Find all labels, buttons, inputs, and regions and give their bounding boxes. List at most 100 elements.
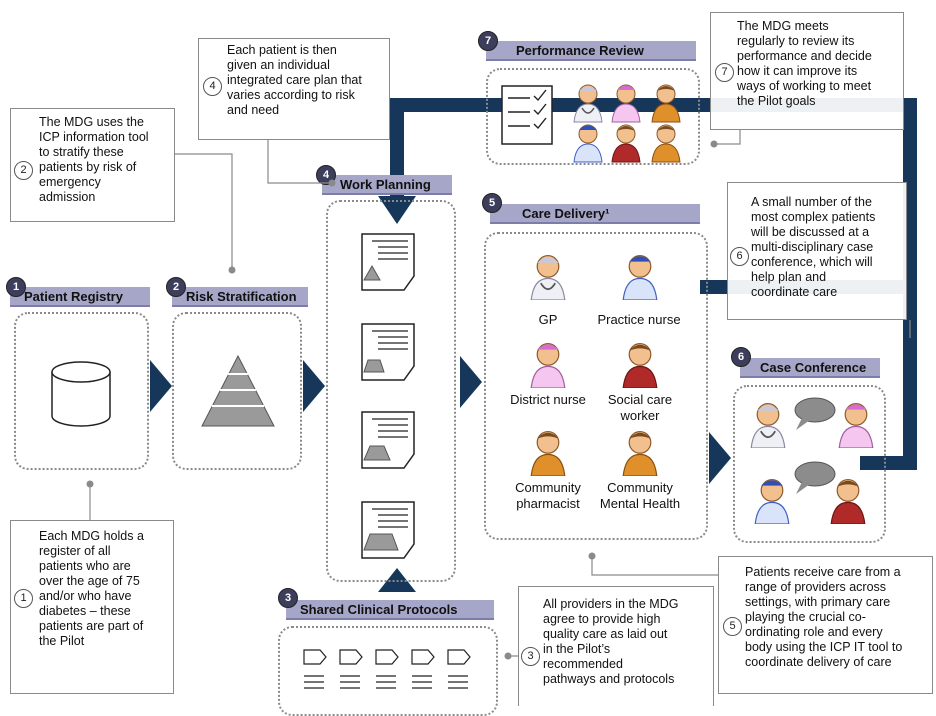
note-line: patients are part of [39, 619, 144, 633]
pyramid-icon [201, 354, 275, 427]
note-line: given an individual [227, 58, 330, 72]
note-2-text: The MDG uses the ICP information tool to… [39, 115, 149, 205]
note-line: coordinate care [751, 285, 838, 299]
note-line: to stratify these [39, 145, 124, 159]
note-line: All providers in the MDG [543, 597, 679, 611]
case-conference-box [733, 385, 886, 543]
note-1-number: 1 [14, 589, 33, 608]
note-6-text: A small number of the most complex patie… [751, 195, 875, 300]
performance-review-box [486, 68, 700, 165]
community-mh-line-2: Mental Health [599, 496, 681, 511]
note-3-text: All providers in the MDG agree to provid… [543, 597, 678, 687]
note-line: admission [39, 190, 96, 204]
care-delivery-header: Care Delivery¹ [490, 204, 700, 224]
care-plan-document-icon [361, 501, 415, 559]
work-planning-box [326, 200, 456, 582]
note-line: The MDG meets [737, 19, 829, 33]
case-conference-header: Case Conference [740, 358, 880, 378]
note-line: body using the ICP IT tool to [745, 640, 903, 654]
note-7-text: The MDG meets regularly to review its pe… [737, 19, 872, 109]
social-care-worker-label: Social care worker [590, 392, 690, 424]
community-mental-health-label: Community Mental Health [590, 480, 690, 512]
stage-1-badge: 1 [6, 277, 26, 297]
community-mh-line-1: Community [607, 480, 673, 495]
performance-review-header: Performance Review [486, 41, 696, 61]
arrow-right-icon [303, 360, 325, 412]
care-plan-document-icon [361, 411, 415, 469]
note-5-text: Patients receive care from a range of pr… [745, 565, 902, 670]
note-care-delivery: 5 Patients receive care from a range of … [718, 556, 933, 694]
stage-6-badge: 6 [731, 347, 751, 367]
arrow-right-icon [709, 432, 731, 484]
note-line: the Pilot [39, 634, 85, 648]
note-line: patients who are [39, 559, 131, 573]
note-line: pathways and protocols [543, 672, 675, 686]
note-1-text: Each MDG holds a register of all patient… [39, 529, 144, 649]
care-plan-document-icon [361, 323, 415, 381]
note-case-conference: 6 A small number of the most complex pat… [727, 182, 907, 320]
patient-registry-box [14, 312, 149, 470]
performance-review-title: Performance Review [516, 43, 644, 58]
note-line: and need [227, 103, 280, 117]
risk-stratification-title: Risk Stratification [186, 289, 297, 304]
note-performance-review: 7 The MDG meets regularly to review its … [710, 12, 904, 130]
note-work-planning: 4 Each patient is then given an individu… [198, 38, 390, 140]
note-4-text: Each patient is then given an individual… [227, 43, 362, 118]
note-line: settings, with primary care [745, 595, 891, 609]
note-line: Each patient is then [227, 43, 337, 57]
stage-2-badge: 2 [166, 277, 186, 297]
note-6-number: 6 [730, 247, 749, 266]
note-line: regularly to review its [737, 34, 855, 48]
note-line: register of all [39, 544, 111, 558]
note-line: most complex patients [751, 210, 876, 224]
note-line: over the age of 75 [39, 574, 140, 588]
patient-registry-header: Patient Registry [10, 287, 150, 307]
note-line: The MDG uses the [39, 115, 144, 129]
note-line: coordinate delivery of care [745, 655, 892, 669]
note-line: quality care as laid out [543, 627, 668, 641]
care-delivery-title: Care Delivery¹ [522, 206, 610, 221]
risk-stratification-box [172, 312, 302, 470]
note-3-number: 3 [521, 647, 540, 666]
community-pharmacist-line-1: Community [515, 480, 581, 495]
database-icon [51, 361, 111, 427]
arrow-right-icon [460, 356, 482, 408]
district-nurse-label: District nurse [510, 392, 586, 407]
practice-nurse-label: Practice nurse [597, 312, 681, 327]
note-line: conference, which will [751, 255, 873, 269]
note-line: range of providers across [745, 580, 887, 594]
note-line: integrated care plan that [227, 73, 362, 87]
gp-label: GP [538, 312, 558, 327]
note-4-number: 4 [203, 77, 222, 96]
speech-bubble-icon [794, 397, 836, 430]
stage-5-badge: 5 [482, 193, 502, 213]
shared-protocols-header: Shared Clinical Protocols [286, 600, 494, 620]
note-line: ordinating role and every [745, 625, 883, 639]
note-line: varies according to risk [227, 88, 355, 102]
note-line: A small number of the [751, 195, 872, 209]
arrow-right-icon [150, 360, 172, 412]
note-line: and/or who have [39, 589, 132, 603]
note-line: help plan and [751, 270, 827, 284]
patient-registry-title: Patient Registry [24, 289, 123, 304]
note-5-number: 5 [723, 617, 742, 636]
note-risk-stratification: 2 The MDG uses the ICP information tool … [10, 108, 175, 222]
note-line: how it can improve its [737, 64, 858, 78]
note-line: emergency [39, 175, 101, 189]
stage-7-badge: 7 [478, 31, 498, 51]
community-pharmacist-label: Community pharmacist [498, 480, 598, 512]
note-line: Each MDG holds a [39, 529, 144, 543]
note-line: recommended [543, 657, 623, 671]
care-delivery-box [484, 232, 708, 540]
work-planning-header: Work Planning [322, 175, 452, 195]
note-shared-protocols: 3 All providers in the MDG agree to prov… [518, 586, 714, 706]
note-line: agree to provide high [543, 612, 661, 626]
work-planning-title: Work Planning [340, 177, 431, 192]
note-line: will be discussed at a [751, 225, 870, 239]
shared-protocols-title: Shared Clinical Protocols [300, 602, 458, 617]
note-7-number: 7 [715, 63, 734, 82]
checklist-icon [501, 85, 553, 145]
note-line: ICP information tool [39, 130, 149, 144]
note-line: diabetes – these [39, 604, 131, 618]
